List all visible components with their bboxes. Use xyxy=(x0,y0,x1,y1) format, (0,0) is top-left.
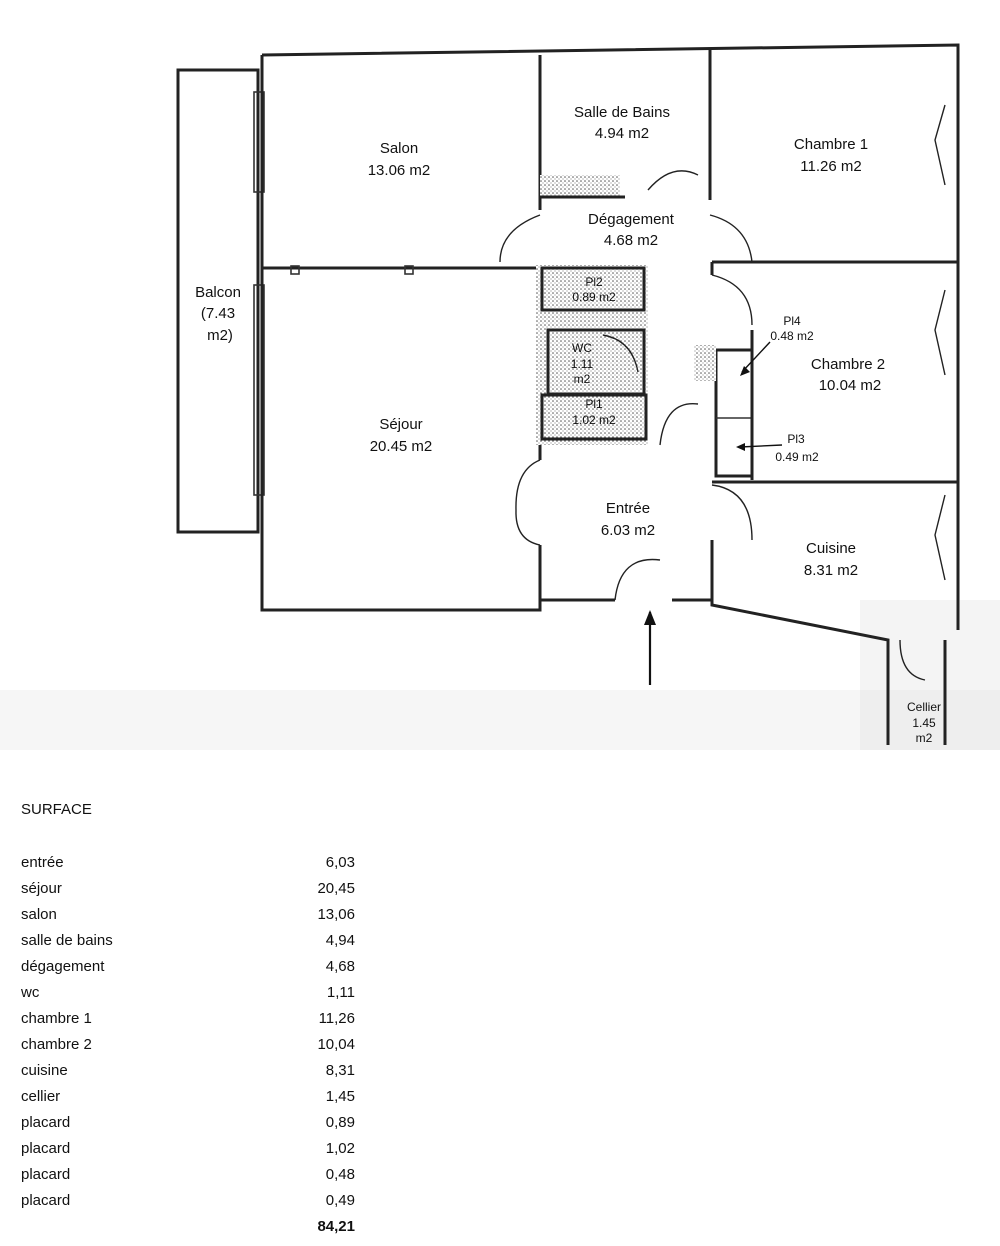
surface-row: placard 0,89 xyxy=(21,1110,361,1136)
surface-row-label: placard xyxy=(21,1114,71,1131)
label-pl1: Pl1 xyxy=(585,397,603,411)
label-balcon-area-1: (7.43 xyxy=(201,305,235,322)
door-swings xyxy=(499,170,926,681)
area-sejour: 20.45 m2 xyxy=(370,438,433,455)
area-cellier-2: m2 xyxy=(916,731,933,745)
area-wc-1: 1.11 xyxy=(571,357,594,371)
label-pl2: Pl2 xyxy=(585,275,603,289)
surface-row-value: 1,45 xyxy=(325,1088,355,1105)
area-chambre-1: 11.26 m2 xyxy=(800,158,861,175)
surface-row: cuisine 8,31 xyxy=(21,1058,361,1084)
surface-row-value: 11,26 xyxy=(318,1010,355,1027)
surface-row: chambre 2 10,04 xyxy=(21,1032,361,1058)
label-cellier: Cellier xyxy=(907,700,941,714)
area-pl1: 1.02 m2 xyxy=(572,413,616,427)
label-balcon-area-2: m2) xyxy=(207,327,233,344)
label-chambre-1: Chambre 1 xyxy=(794,136,868,153)
surface-table: entrée 6,03 séjour 20,45 salon 13,06 salle … xyxy=(21,850,361,1214)
label-entree: Entrée xyxy=(606,500,650,517)
surface-row-value: 20,45 xyxy=(317,880,355,897)
surface-row-value: 0,89 xyxy=(325,1114,355,1131)
surface-row-label: dégagement xyxy=(21,958,105,975)
surface-row-label: salle de bains xyxy=(21,932,113,949)
surface-row: séjour 20,45 xyxy=(21,876,361,902)
area-degagement: 4.68 m2 xyxy=(604,232,658,249)
scan-noise xyxy=(0,600,1000,750)
surface-row-value: 10,04 xyxy=(317,1036,355,1053)
surface-row-value: 1,02 xyxy=(325,1140,355,1157)
surface-row: dégagement 4,68 xyxy=(21,954,361,980)
surface-row-label: entrée xyxy=(21,854,64,871)
label-degagement: Dégagement xyxy=(588,211,675,228)
surface-row-value: 1,11 xyxy=(326,984,355,1001)
area-salon: 13.06 m2 xyxy=(368,162,431,179)
surface-row-label: placard xyxy=(21,1166,71,1183)
area-pl4: 0.48 m2 xyxy=(770,329,814,343)
label-pl3: Pl3 xyxy=(787,432,805,446)
area-wc-2: m2 xyxy=(574,372,591,386)
surface-row: placard 1,02 xyxy=(21,1136,361,1162)
area-chambre-2: 10.04 m2 xyxy=(819,377,882,394)
label-salon: Salon xyxy=(380,140,418,157)
surface-total-value: 84,21 xyxy=(317,1218,355,1235)
surface-row-value: 0,49 xyxy=(325,1192,355,1209)
surface-row-label: placard xyxy=(21,1192,71,1209)
surface-row: salle de bains 4,94 xyxy=(21,928,361,954)
label-sejour: Séjour xyxy=(379,416,422,433)
surface-row-value: 6,03 xyxy=(325,854,355,871)
surface-row-label: wc xyxy=(21,984,40,1001)
surface-row: placard 0,48 xyxy=(21,1162,361,1188)
label-balcon: Balcon xyxy=(195,284,241,301)
floor-plan: Salon 13.06 m2 Salle de Bains 4.94 m2 Ch… xyxy=(0,43,1000,750)
surface-row-label: salon xyxy=(21,906,57,923)
surface-row-value: 0,48 xyxy=(325,1166,355,1183)
surface-row-label: chambre 1 xyxy=(21,1010,92,1027)
surface-title: SURFACE xyxy=(21,801,92,818)
surface-row: placard 0,49 xyxy=(21,1188,361,1214)
area-pl2: 0.89 m2 xyxy=(572,290,616,304)
surface-row-value: 13,06 xyxy=(317,906,355,923)
surface-row-label: séjour xyxy=(21,880,62,897)
area-cuisine: 8.31 m2 xyxy=(804,562,858,579)
surface-row-value: 8,31 xyxy=(325,1062,355,1079)
surface-total: 84,21 xyxy=(21,1216,361,1238)
surface-row-label: chambre 2 xyxy=(21,1036,92,1053)
balcon-outline xyxy=(176,68,260,534)
label-pl4: Pl4 xyxy=(783,314,801,328)
surface-row-value: 4,68 xyxy=(325,958,355,975)
area-cellier-1: 1.45 xyxy=(912,716,936,730)
surface-row-label: cuisine xyxy=(21,1062,68,1079)
surface-row-label: placard xyxy=(21,1140,71,1157)
label-cuisine: Cuisine xyxy=(806,540,856,557)
surface-row: wc 1,11 xyxy=(21,980,361,1006)
surface-row: salon 13,06 xyxy=(21,902,361,928)
surface-row: entrée 6,03 xyxy=(21,850,361,876)
surface-row: chambre 1 11,26 xyxy=(21,1006,361,1032)
area-salle-de-bains: 4.94 m2 xyxy=(595,125,649,142)
area-pl3: 0.49 m2 xyxy=(775,450,819,464)
surface-row-label: cellier xyxy=(21,1088,61,1105)
surface-row: cellier 1,45 xyxy=(21,1084,361,1110)
label-wc: WC xyxy=(572,341,592,355)
surface-row-value: 4,94 xyxy=(325,932,355,949)
area-entree: 6.03 m2 xyxy=(601,522,655,539)
label-salle-de-bains: Salle de Bains xyxy=(574,104,670,121)
label-chambre-2: Chambre 2 xyxy=(811,356,885,373)
